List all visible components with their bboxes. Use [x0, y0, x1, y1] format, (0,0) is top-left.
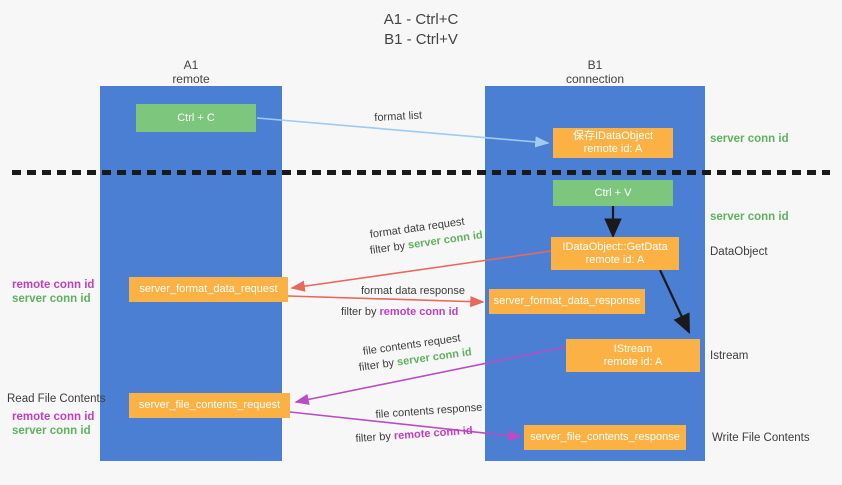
column-a1-subtitle: remote: [172, 72, 210, 86]
right-label-write-file-contents: Write File Contents: [712, 431, 810, 446]
title-line-2: B1 - Ctrl+V: [384, 31, 458, 48]
box-server-file-contents-response[interactable]: server_file_contents_response: [524, 425, 686, 450]
right-label-server-conn-id-top-text: server conn id: [710, 133, 789, 145]
box-server-file-contents-request[interactable]: server_file_contents_request: [129, 393, 290, 418]
arrow-file-contents-response: [289, 411, 523, 442]
box-ctrl-c-label: Ctrl + C: [177, 111, 215, 124]
left-label-read-file-contents: Read File Contents: [7, 392, 105, 407]
arrow-format-data-request: [290, 250, 552, 292]
left-label-server-conn-id-1-text: server conn id: [12, 293, 91, 305]
edge-label-file-contents-response-filter-prefix: filter by: [355, 430, 395, 445]
column-a1-name: A1: [183, 58, 199, 72]
edge-label-format-data-response-text: format data response: [361, 285, 465, 297]
arrow-format-data-response: [287, 295, 485, 308]
left-label-remote-conn-id-1: remote conn id: [12, 278, 94, 293]
left-label-remote-conn-id-1-text: remote conn id: [12, 279, 95, 291]
right-label-dataobject: DataObject: [710, 245, 768, 260]
diagram-title: A1 - Ctrl+C B1 - Ctrl+V: [0, 10, 842, 50]
box-save-dataobject-line-2: remote id: A: [583, 143, 643, 155]
edge-label-format-list: format list: [374, 109, 422, 125]
box-save-dataobject[interactable]: 保存IDataObject remote id: A: [553, 128, 673, 158]
edge-label-format-data-response-filter-key: remote conn id: [379, 306, 459, 318]
arrow-format-list: [256, 117, 550, 148]
right-label-server-conn-id-mid: server conn id: [710, 210, 789, 225]
right-label-dataobject-text: DataObject: [710, 246, 768, 258]
right-label-istream: Istream: [710, 349, 748, 364]
column-b1-name: B1: [587, 58, 603, 72]
edge-label-format-data-response-filter-prefix: filter by: [341, 306, 380, 318]
left-label-server-conn-id-1: server conn id: [12, 292, 91, 307]
phase-divider: [12, 170, 830, 175]
right-label-server-conn-id-top: server conn id: [710, 132, 789, 147]
box-ctrl-v-label: Ctrl + V: [594, 186, 632, 199]
box-istream-line-2: remote id: A: [603, 355, 663, 368]
left-label-remote-conn-id-2: remote conn id: [12, 410, 94, 425]
column-b1-subtitle: connection: [565, 72, 625, 86]
left-label-remote-conn-id-2-text: remote conn id: [12, 411, 95, 423]
column-header-a1: A1 remote: [100, 58, 282, 86]
arrow-getdata-to-istream: [659, 269, 690, 334]
box-server-file-contents-request-label: server_file_contents_request: [138, 399, 281, 411]
left-label-server-conn-id-2: server conn id: [12, 424, 91, 439]
box-getdata-line-2: remote id: A: [585, 253, 645, 266]
box-ctrl-c[interactable]: Ctrl + C: [136, 104, 256, 132]
left-label-server-conn-id-2-text: server conn id: [12, 425, 91, 437]
box-save-dataobject-line-1: 保存IDataObject: [572, 130, 654, 142]
right-label-istream-text: Istream: [710, 350, 749, 362]
box-ctrl-v[interactable]: Ctrl + V: [553, 180, 673, 206]
title-line-1: A1 - Ctrl+C: [383, 11, 459, 28]
right-label-server-conn-id-mid-text: server conn id: [710, 211, 789, 223]
edge-label-format-data-response: format data response: [361, 284, 465, 298]
box-server-format-data-request-label: server_format_data_request: [139, 283, 278, 295]
box-istream-line-1: IStream: [613, 342, 653, 355]
left-label-read-file-contents-text: Read File Contents: [7, 393, 106, 405]
arrow-file-contents-request: [294, 346, 567, 405]
right-label-write-file-contents-text: Write File Contents: [712, 432, 810, 444]
box-server-format-data-response-label: server_format_data_response: [493, 295, 641, 307]
box-server-format-data-response[interactable]: server_format_data_response: [489, 289, 645, 314]
edge-label-format-data-response-filter: filter by remote conn id: [341, 305, 458, 319]
edge-label-format-list-text: format list: [374, 109, 423, 124]
box-getdata[interactable]: IDataObject::GetData remote id: A: [551, 237, 679, 270]
box-getdata-line-1: IDataObject::GetData: [562, 240, 668, 253]
box-server-file-contents-response-label: server_file_contents_response: [530, 431, 680, 443]
column-header-b1: B1 connection: [485, 58, 705, 86]
box-server-format-data-request[interactable]: server_format_data_request: [129, 277, 288, 302]
box-istream[interactable]: IStream remote id: A: [566, 339, 700, 372]
